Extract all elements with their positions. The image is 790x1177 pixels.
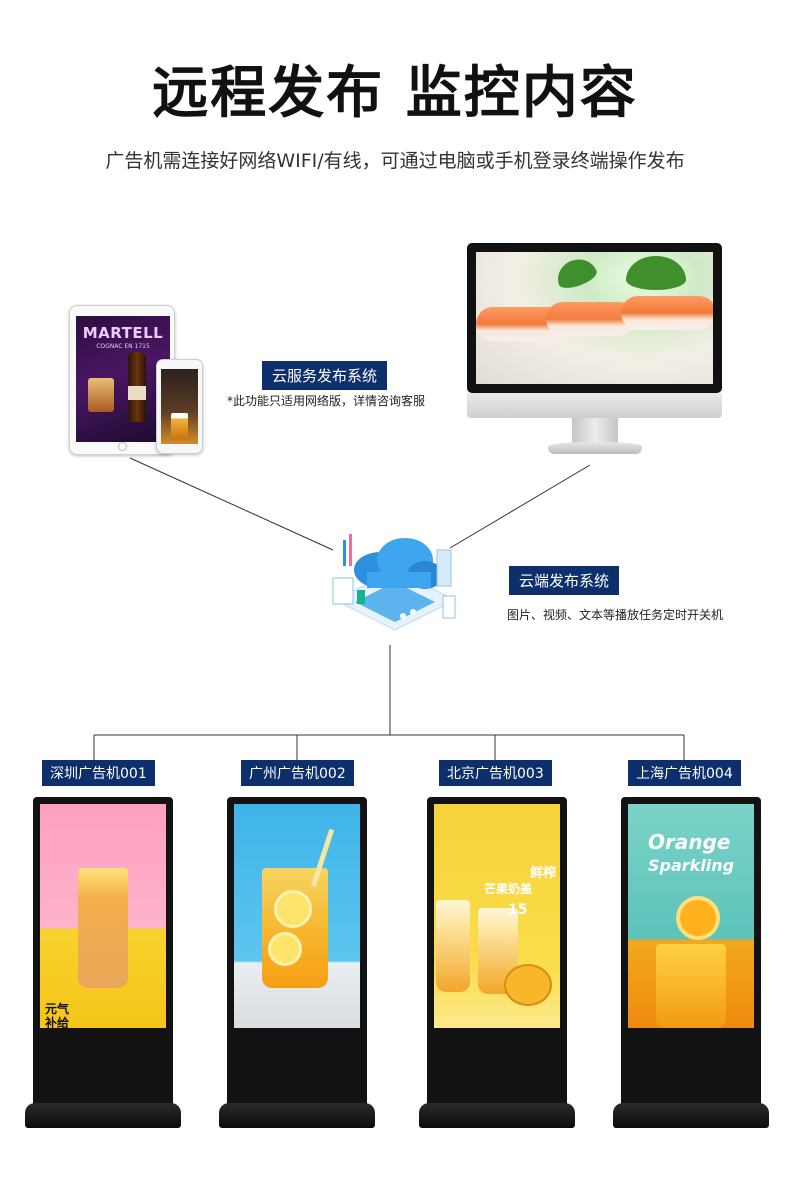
cloud-service-note: *此功能只适用网络版，详情咨询客服 bbox=[227, 394, 426, 408]
kiosk-003-base bbox=[419, 1103, 575, 1128]
cloud-terminal-note: 图片、视频、文本等播放任务定时开关机 bbox=[507, 608, 724, 622]
orange-image bbox=[676, 896, 720, 940]
monitor-chin bbox=[467, 393, 722, 418]
monitor-base bbox=[548, 442, 642, 454]
desktop-monitor bbox=[467, 243, 722, 393]
kiosk-001-screen: 元气 补给 bbox=[40, 804, 166, 1028]
garnish-image bbox=[552, 253, 600, 293]
milk-tea-image bbox=[436, 900, 470, 992]
tablet-connector bbox=[129, 457, 334, 551]
kiosk-001-ad-text: 元气 bbox=[45, 1002, 70, 1016]
cloud-terminal-label: 云端发布系统 bbox=[509, 566, 620, 595]
tablet-tagline: COGNAC EN 1715 bbox=[96, 343, 150, 350]
home-button bbox=[118, 442, 127, 451]
page-subtitle: 广告机需连接好网络WIFI/有线，可通过电脑或手机登录终端操作发布 bbox=[105, 150, 685, 172]
lemonade-image bbox=[262, 868, 328, 988]
kiosk-label-001: 深圳广告机001 bbox=[42, 760, 155, 786]
monitor-stand bbox=[572, 418, 618, 444]
phone-device bbox=[156, 359, 203, 454]
tablet-screen: MARTELL COGNAC EN 1715 bbox=[76, 316, 170, 442]
kiosk-003-ad-text: 鲜榨 bbox=[530, 866, 557, 881]
phone-screen bbox=[161, 369, 198, 444]
kiosk-004-screen: Orange Sparkling bbox=[628, 804, 754, 1028]
page-title: 远程发布 监控内容 bbox=[152, 61, 638, 126]
glass-image bbox=[88, 378, 114, 412]
monitor-screen bbox=[476, 252, 713, 384]
kiosk-001-base bbox=[25, 1103, 181, 1128]
cloud-server-icon bbox=[332, 534, 457, 631]
tablet-brand-text: MARTELL bbox=[82, 324, 164, 342]
kiosk-004-base bbox=[613, 1103, 769, 1128]
kiosk-003-screen: 鲜榨 芒果奶盖 15 bbox=[434, 804, 560, 1028]
kiosk-label-004: 上海广告机004 bbox=[628, 760, 741, 786]
beer-image bbox=[171, 413, 188, 439]
kiosk-003: 鲜榨 芒果奶盖 15 bbox=[419, 797, 575, 1128]
kiosk-label-003: 北京广告机003 bbox=[439, 760, 552, 786]
cloud-service-label: 云服务发布系统 bbox=[262, 361, 388, 390]
kiosk-002-screen bbox=[234, 804, 360, 1028]
orange-drink-image bbox=[656, 944, 726, 1028]
kiosk-002 bbox=[219, 797, 375, 1128]
drink-image bbox=[78, 868, 128, 988]
tablet-device: MARTELL COGNAC EN 1715 bbox=[69, 305, 175, 455]
mango-image bbox=[504, 964, 552, 1006]
kiosk-004-ad-text: Orange bbox=[648, 830, 731, 854]
monitor-connector bbox=[449, 464, 591, 549]
kiosk-004: Orange Sparkling bbox=[613, 797, 769, 1128]
kiosk-002-base bbox=[219, 1103, 375, 1128]
kiosk-001: 元气 补给 bbox=[25, 797, 181, 1128]
kiosk-label-002: 广州广告机002 bbox=[241, 760, 354, 786]
